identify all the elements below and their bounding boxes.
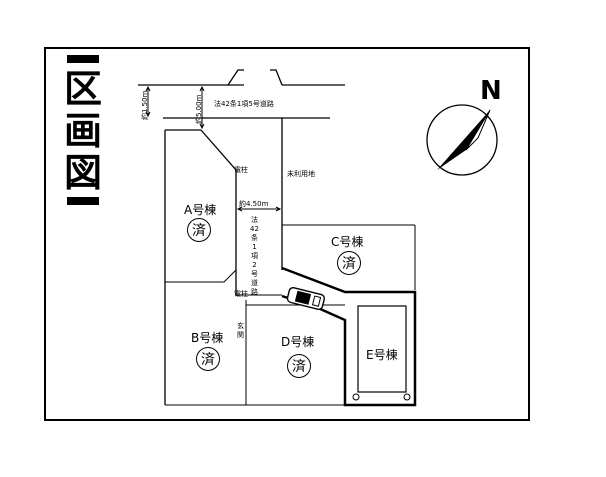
title-bracket-top (67, 55, 99, 63)
private-road-char: 42 (250, 225, 259, 233)
lower-pole-marker: 電柱 (234, 290, 248, 298)
title-bracket-bottom (67, 197, 99, 205)
entrance-label: 玄 関 (236, 322, 245, 340)
upper-pole-marker: 電柱 (234, 166, 248, 174)
main-road-label: 法42条1項5号道路 (214, 100, 274, 108)
north-compass-icon (426, 104, 498, 176)
plan-frame (44, 47, 530, 421)
private-road-char: 号 (251, 270, 258, 278)
north-label: N (480, 76, 502, 106)
title-char-1: 区 (63, 67, 102, 111)
private-road-char: 1 (252, 243, 257, 251)
lot-e-label: E号棟 (366, 348, 398, 362)
lot-d-label: D号棟 (281, 335, 315, 349)
private-road-char: 条 (251, 234, 258, 242)
private-road-char: 2 (252, 261, 257, 269)
corner-marks (352, 393, 411, 401)
private-road-char: 項 (251, 252, 258, 260)
lot-b-sold-stamp: 済 (196, 347, 220, 371)
lot-e-outline (281, 266, 417, 407)
car-icon (286, 287, 326, 310)
entrance-char: 玄 (237, 322, 244, 330)
vacant-lot-label: 未利用地 (287, 170, 315, 178)
private-road-label: 法 42 条 1 項 2 号 道 路 (250, 216, 259, 297)
lot-a-label: A号棟 (184, 203, 217, 217)
lot-d-sold-stamp: 済 (287, 354, 311, 378)
plan-title: 区 画 図 (57, 55, 109, 205)
lot-a-sold-stamp: 済 (187, 218, 211, 242)
lot-boundaries (165, 224, 416, 406)
road-width-upper: 約1.50m (141, 90, 149, 120)
title-char-2: 画 (63, 109, 102, 153)
road-outline (138, 69, 345, 405)
title-char-3: 図 (63, 151, 102, 195)
private-road-char: 路 (251, 288, 258, 296)
lot-b-label: B号棟 (191, 331, 224, 345)
road-width-main: 約5.00m (195, 94, 203, 124)
lot-e-building (357, 305, 407, 393)
lot-c-sold-stamp: 済 (337, 251, 361, 275)
lot-c-label: C号棟 (331, 235, 364, 249)
dimension-lines (145, 85, 282, 212)
entrance-char: 関 (237, 331, 244, 339)
private-road-width: 約4.50m (239, 200, 269, 208)
private-road-char: 法 (251, 216, 258, 224)
private-road-char: 道 (251, 279, 258, 287)
